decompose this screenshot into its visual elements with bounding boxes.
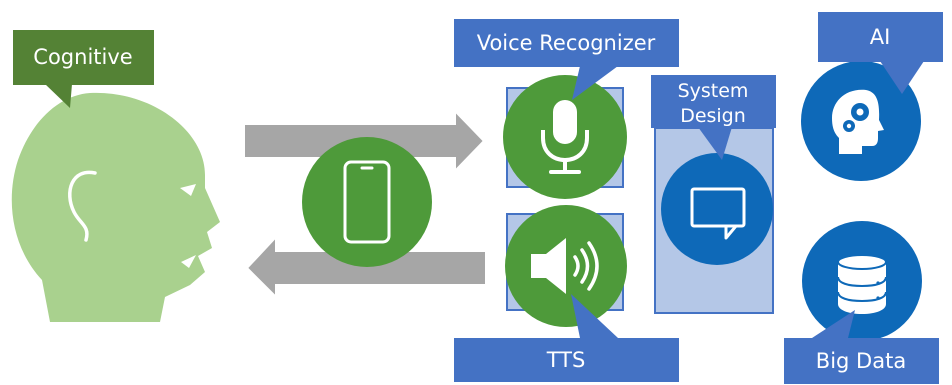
chat-circle	[661, 153, 773, 265]
speaker-circle	[505, 205, 627, 327]
voice-recognizer-label: Voice Recognizer	[477, 31, 656, 55]
speaker-icon	[531, 238, 599, 294]
phone-circle	[302, 137, 432, 267]
ear-icon	[68, 170, 97, 242]
voice-recognizer-callout: Voice Recognizer	[454, 19, 679, 100]
chat-icon	[690, 187, 746, 240]
big-data-circle	[802, 221, 922, 341]
phone-icon	[343, 160, 391, 244]
tts-callout: TTS	[454, 294, 679, 382]
ai-label: AI	[870, 25, 891, 49]
microphone-circle	[503, 75, 627, 199]
cognitive-label: Cognitive	[33, 45, 132, 69]
big-data-label: Big Data	[816, 349, 906, 373]
arrow-left	[245, 234, 487, 300]
microphone-icon	[541, 100, 589, 174]
tts-label: TTS	[546, 348, 586, 372]
system-design-label-line2: Design	[680, 105, 746, 127]
system-design-label-line1: System	[678, 80, 749, 102]
big-data-callout: Big Data	[784, 310, 939, 384]
brain-gears-icon	[832, 89, 884, 154]
ai-circle	[801, 61, 921, 181]
system-design-callout: System Design	[651, 75, 776, 160]
cognitive-callout: Cognitive	[13, 30, 154, 108]
ai-callout: AI	[818, 12, 943, 94]
database-icon	[837, 254, 887, 314]
head-icon	[11, 92, 221, 322]
